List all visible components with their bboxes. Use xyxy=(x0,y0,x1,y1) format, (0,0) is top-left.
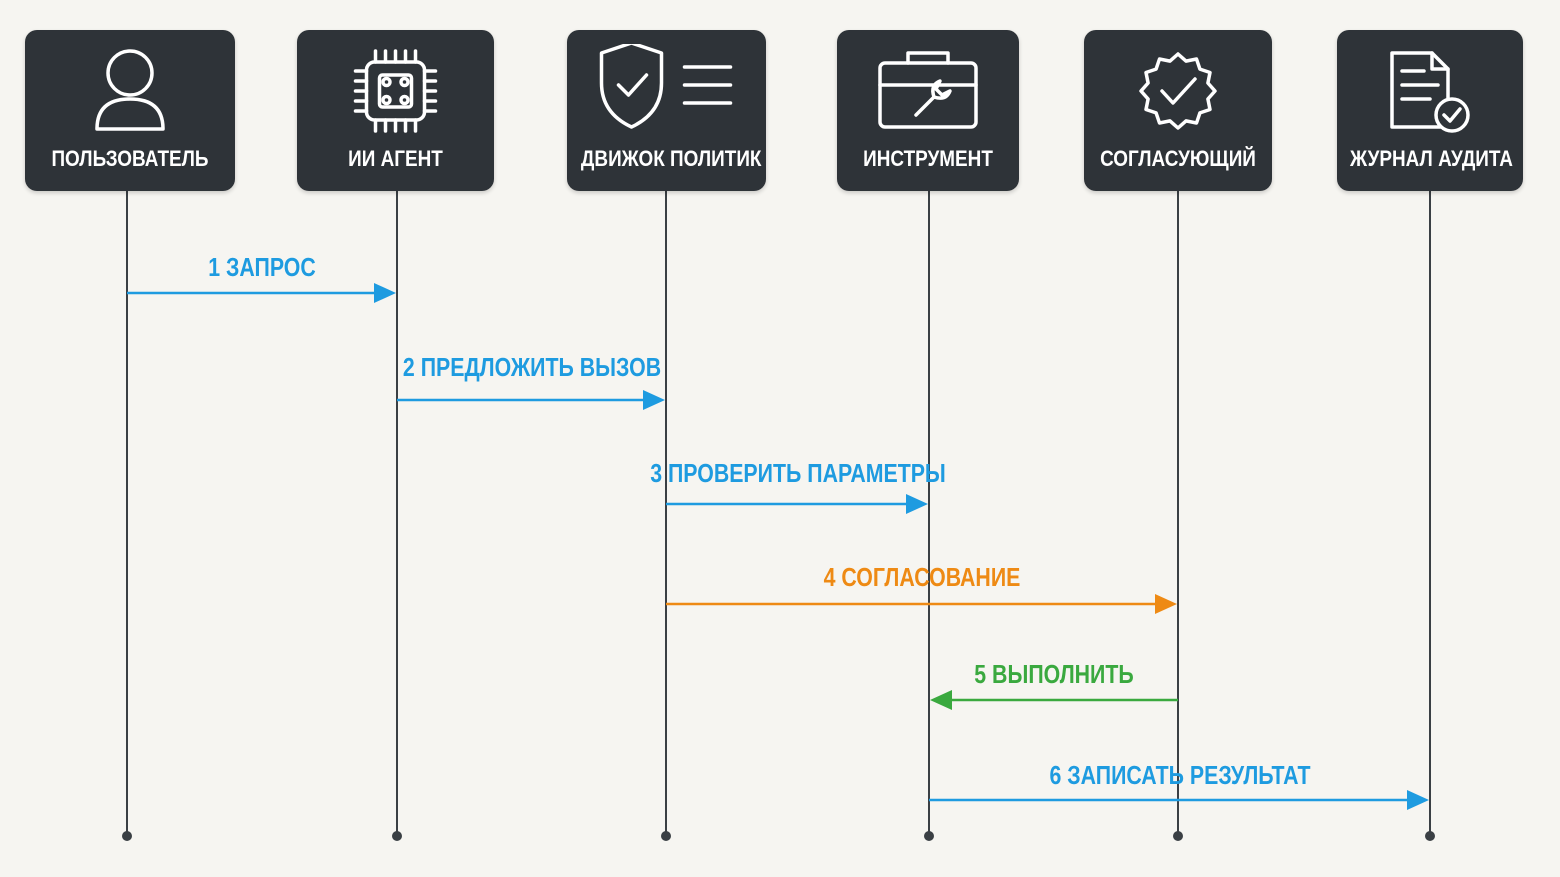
message-label: 1 ЗАПРОС xyxy=(208,252,316,282)
message-label: 5 ВЫПОЛНИТЬ xyxy=(973,659,1134,689)
message-arrowhead xyxy=(930,690,952,710)
actor-box: ИНСТРУМЕНТ xyxy=(837,30,1019,191)
user-icon xyxy=(95,49,165,131)
message-arrowhead xyxy=(374,283,396,303)
actor-label: ПОЛЬЗОВАТЕЛЬ xyxy=(51,146,209,171)
shield-check-icon xyxy=(599,44,733,129)
actor-label: ИНСТРУМЕНТ xyxy=(863,146,993,171)
lifeline-end-dot xyxy=(392,831,402,841)
message-label: 3 ПРОВЕРИТЬ ПАРАМЕТРЫ xyxy=(649,458,946,488)
message-label: 4 СОГЛАСОВАНИЕ xyxy=(823,562,1021,592)
document-check-icon xyxy=(1390,51,1470,133)
message-label: 2 ПРЕДЛОЖИТЬ ВЫЗОВ xyxy=(402,352,661,382)
actor-label: ЖУРНАЛ АУДИТА xyxy=(1350,146,1513,171)
lifeline-end-dot xyxy=(924,831,934,841)
actor-box: ДВИЖОК ПОЛИТИК xyxy=(567,30,766,191)
lifeline-end-dot xyxy=(1425,831,1435,841)
toolbox-wrench-icon xyxy=(878,51,978,129)
actor-label: СОГЛАСУЮЩИЙ xyxy=(1100,146,1256,171)
actor-label: ДВИЖОК ПОЛИТИК xyxy=(580,146,762,171)
message-arrowhead xyxy=(1407,790,1429,810)
lifeline-end-dot xyxy=(1173,831,1183,841)
badge-check-icon xyxy=(1139,52,1217,130)
actor-box: ИИ АГЕНТ xyxy=(297,30,494,191)
chip-icon xyxy=(353,49,438,133)
message-arrowhead xyxy=(906,494,928,514)
lifeline-end-dot xyxy=(661,831,671,841)
actor-box: ПОЛЬЗОВАТЕЛЬ xyxy=(25,30,235,191)
message-label: 6 ЗАПИСАТЬ РЕЗУЛЬТАТ xyxy=(1049,760,1310,790)
actor-box: ЖУРНАЛ АУДИТА xyxy=(1337,30,1523,191)
message-arrowhead xyxy=(1155,594,1177,614)
actor-label: ИИ АГЕНТ xyxy=(348,146,443,171)
message-arrowhead xyxy=(643,390,665,410)
lifeline-end-dot xyxy=(122,831,132,841)
actor-box: СОГЛАСУЮЩИЙ xyxy=(1084,30,1272,191)
